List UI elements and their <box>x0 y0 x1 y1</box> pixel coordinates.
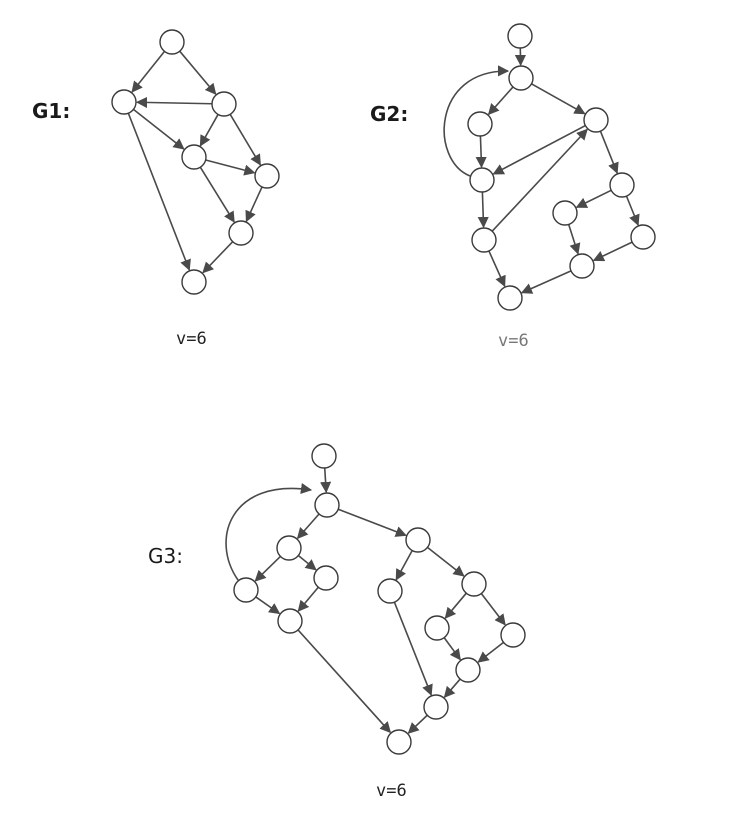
g2-edge-d-e <box>492 124 586 175</box>
g2-node-c <box>467 111 493 137</box>
g3-node-f <box>313 565 339 591</box>
g3-edge-h-k <box>480 593 506 626</box>
g3-edge-a-b <box>320 467 332 494</box>
g3-edge-e-i <box>255 596 281 615</box>
g1-edge-b-d <box>132 108 185 150</box>
g1-edge-c-d <box>199 114 219 147</box>
g3-edge-g-m <box>393 601 433 696</box>
g3-edge-c-e <box>254 555 281 582</box>
g2-edge-h-d <box>491 128 588 232</box>
g3-node-h <box>461 571 487 597</box>
g1-edge-f-g <box>202 241 234 274</box>
g2-edge-h-k <box>488 250 506 288</box>
g2-edge-b-c <box>487 86 514 116</box>
graph-label-g3: G3: <box>148 544 183 568</box>
g1-edge-a-c <box>179 50 217 95</box>
g1-node-f <box>228 220 254 246</box>
g3-node-k <box>500 622 526 648</box>
g3-node-n <box>386 729 412 755</box>
g1-edge-d-e <box>205 159 256 176</box>
g1-node-g <box>181 269 207 295</box>
g2-edge-b-d <box>531 83 586 115</box>
g3-edge-f-i <box>297 586 319 612</box>
g3-node-b <box>314 492 340 518</box>
graph-label-g1: G1: <box>32 99 70 123</box>
g2-edge-c-e <box>475 135 487 169</box>
g3-node-i <box>277 608 303 634</box>
g3-node-c <box>276 535 302 561</box>
g1-edge-d-f <box>199 166 235 223</box>
g1-node-a <box>159 29 185 55</box>
g3-node-g <box>377 578 403 604</box>
g3-edge-d-g <box>395 550 413 581</box>
g2-node-a <box>507 23 533 49</box>
g2-node-b <box>508 65 534 91</box>
g1-edge-e-f <box>245 186 263 223</box>
g2-node-k <box>497 285 523 311</box>
g1-edge-c-b <box>135 96 213 109</box>
g3-edge-b-d <box>337 508 407 537</box>
g3-node-e <box>233 577 259 603</box>
g3-edge-d-h <box>426 546 465 577</box>
g3-node-d <box>405 527 431 553</box>
g2-node-i <box>630 224 656 250</box>
g1-node-b <box>111 89 137 115</box>
g2-edge-g-j <box>567 224 581 255</box>
g2-edge-f-i <box>625 195 640 226</box>
g3-edge-m-n <box>407 714 428 734</box>
g2-edge-f-g <box>575 189 612 208</box>
g3-edge-c-f <box>297 554 317 571</box>
g2-node-h <box>471 227 497 253</box>
metric-label-g3: v=6 <box>376 781 407 801</box>
g3-node-m <box>423 694 449 720</box>
g3-edge-l-m <box>443 678 461 699</box>
g2-node-d <box>583 107 609 133</box>
g3-edge-i-n <box>297 629 392 734</box>
g2-node-e <box>469 167 495 193</box>
metric-label-g1: v=6 <box>176 329 207 349</box>
edge-layer <box>127 47 640 734</box>
g3-node-a <box>311 443 337 469</box>
g3-edge-h-j <box>444 592 467 619</box>
g2-node-g <box>552 200 578 226</box>
g2-back-edge-e-b <box>443 65 510 177</box>
graph-label-g2: G2: <box>370 102 408 126</box>
g2-edge-e-h <box>477 191 489 229</box>
g3-edge-b-c <box>296 513 320 540</box>
g1-node-e <box>254 163 280 189</box>
g3-edge-k-l <box>477 641 505 663</box>
g2-edge-d-f <box>599 130 619 174</box>
g2-edge-j-k <box>520 270 572 294</box>
g1-node-d <box>181 144 207 170</box>
g2-node-j <box>569 253 595 279</box>
g2-edge-i-j <box>592 241 633 262</box>
g3-back-edge-e-b <box>225 482 313 581</box>
g3-node-l <box>455 657 481 683</box>
g1-edge-b-g <box>127 112 191 271</box>
g1-edge-c-e <box>229 113 262 166</box>
g1-node-c <box>211 91 237 117</box>
node-layer <box>111 23 656 755</box>
g3-edge-j-l <box>443 637 461 661</box>
g2-node-f <box>609 172 635 198</box>
g3-node-j <box>424 615 450 641</box>
metric-label-g2: v=6 <box>498 331 529 351</box>
g1-edge-a-b <box>131 50 166 93</box>
